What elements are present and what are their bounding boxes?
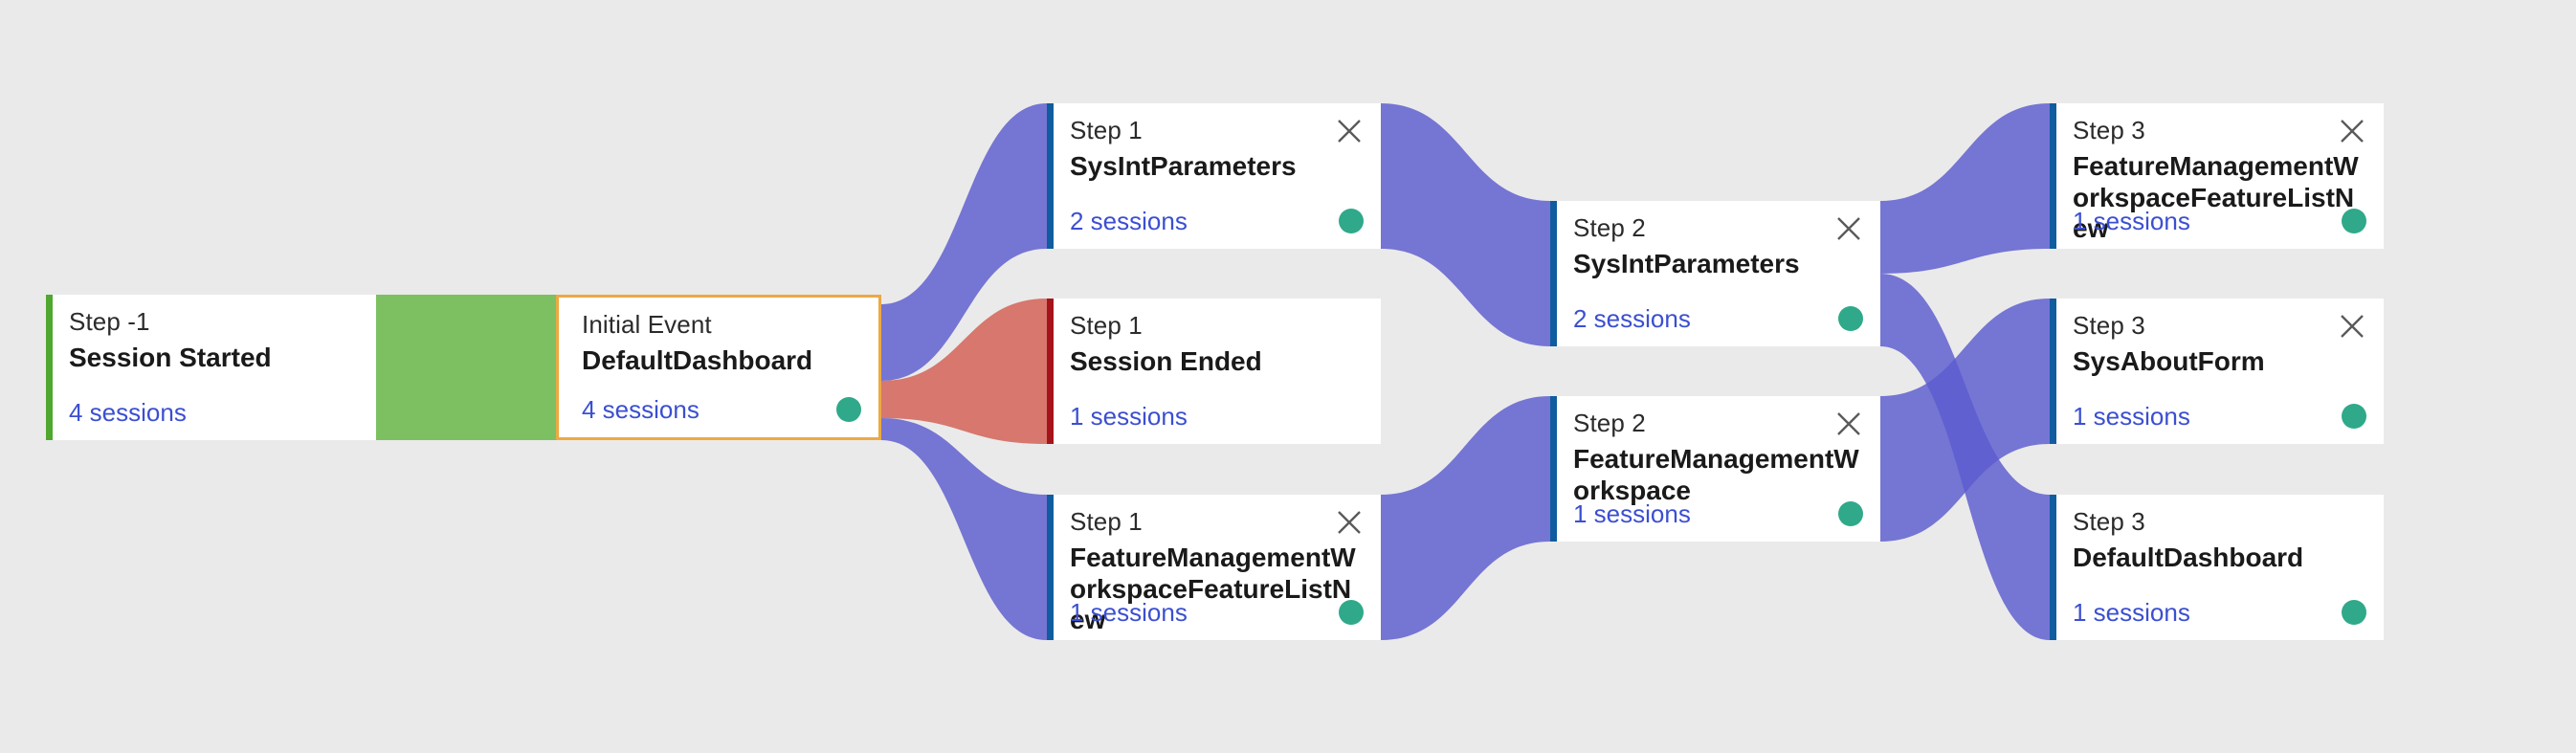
flow-node-session-started[interactable]: Step -1 Session Started 4 sessions	[46, 295, 376, 440]
node-step-label: Step 1	[1070, 116, 1143, 144]
node-accent-bar	[1550, 201, 1557, 346]
flow-node-step3-featuremanagementworkspacefeaturelistnew[interactable]: Step 3 FeatureManagementWorkspaceFeature…	[2050, 103, 2384, 249]
node-body: Step 3 DefaultDashboard	[2050, 495, 2384, 640]
flow-node-step1-session-ended[interactable]: Step 1 Session Ended 1 sessions	[1047, 299, 1381, 444]
node-accent-bar	[2050, 299, 2056, 444]
status-dot-icon	[836, 397, 861, 422]
node-accent-bar	[2050, 495, 2056, 640]
node-title: SysAboutForm	[2073, 346, 2265, 377]
close-icon[interactable]	[2336, 115, 2368, 147]
node-sessions-link[interactable]: 1 sessions	[1070, 598, 1188, 628]
status-dot-icon	[1339, 209, 1364, 233]
node-title: SysIntParameters	[1573, 249, 1800, 279]
node-title: Session Ended	[1070, 346, 1262, 377]
node-title: FeatureManagementWorkspaceFeatureListNew	[2073, 151, 2359, 244]
node-sessions-link[interactable]: 1 sessions	[2073, 402, 2190, 432]
node-accent-bar	[46, 295, 53, 440]
node-body: Step -1 Session Started	[46, 295, 376, 440]
flow-ribbon	[1880, 299, 2050, 542]
node-step-label: Step 3	[2073, 116, 2145, 144]
status-dot-icon	[2342, 600, 2366, 625]
node-step-label: Initial Event	[582, 310, 712, 339]
close-icon[interactable]	[1832, 212, 1865, 245]
node-step-label: Step 1	[1070, 311, 1143, 340]
node-step-label: Step 2	[1573, 213, 1646, 242]
flow-node-initial-event-defaultdashboard[interactable]: Initial Event DefaultDashboard 4 session…	[556, 295, 881, 440]
node-sessions-link[interactable]: 4 sessions	[582, 395, 700, 425]
node-title: FeatureManagementWorkspace	[1573, 444, 1859, 505]
node-title: DefaultDashboard	[2073, 543, 2304, 573]
status-dot-icon	[1838, 501, 1863, 526]
node-sessions-link[interactable]: 4 sessions	[69, 398, 187, 428]
flow-ribbon	[881, 103, 1047, 381]
flow-node-step1-featuremanagementworkspacefeaturelistnew[interactable]: Step 1 FeatureManagementWorkspaceFeature…	[1047, 495, 1381, 640]
status-dot-icon	[2342, 209, 2366, 233]
node-body: Step 2 FeatureManagementWorkspace	[1550, 396, 1880, 542]
node-step-label: Step -1	[69, 307, 150, 336]
status-dot-icon	[1838, 306, 1863, 331]
node-sessions-link[interactable]: 2 sessions	[1070, 207, 1188, 236]
flow-ribbon	[1381, 103, 1550, 346]
flow-ribbon	[1381, 396, 1550, 640]
node-step-label: Step 3	[2073, 507, 2145, 536]
close-icon[interactable]	[1333, 506, 1366, 539]
node-body: Step 1 SysIntParameters	[1047, 103, 1381, 249]
node-body: Step 2 SysIntParameters	[1550, 201, 1880, 346]
node-title: FeatureManagementWorkspaceFeatureListNew	[1070, 543, 1356, 635]
node-body: Step 1 Session Ended	[1047, 299, 1381, 444]
node-title: DefaultDashboard	[582, 345, 813, 376]
status-dot-icon	[2342, 404, 2366, 429]
node-accent-bar	[1047, 299, 1054, 444]
node-accent-bar	[1047, 495, 1054, 640]
node-sessions-link[interactable]: 1 sessions	[1573, 499, 1691, 529]
node-sessions-link[interactable]: 1 sessions	[2073, 598, 2190, 628]
flow-ribbon	[881, 418, 1047, 640]
flow-node-step2-sysintparameters[interactable]: Step 2 SysIntParameters 2 sessions	[1550, 201, 1880, 346]
node-step-label: Step 1	[1070, 507, 1143, 536]
node-body: Step 3 FeatureManagementWorkspaceFeature…	[2050, 103, 2384, 249]
node-body: Step 1 FeatureManagementWorkspaceFeature…	[1047, 495, 1381, 640]
node-body: Step 3 SysAboutForm	[2050, 299, 2384, 444]
close-icon[interactable]	[2336, 310, 2368, 343]
flow-ribbon	[1880, 103, 2050, 274]
flow-node-step1-sysintparameters[interactable]: Step 1 SysIntParameters 2 sessions	[1047, 103, 1381, 249]
node-sessions-link[interactable]: 1 sessions	[2073, 207, 2190, 236]
status-dot-icon	[1339, 600, 1364, 625]
close-icon[interactable]	[1333, 115, 1366, 147]
node-sessions-link[interactable]: 2 sessions	[1573, 304, 1691, 334]
node-sessions-link[interactable]: 1 sessions	[1070, 402, 1188, 432]
node-step-label: Step 2	[1573, 409, 1646, 437]
close-icon[interactable]	[1832, 408, 1865, 440]
flow-link-session-started-to-initial-event	[375, 295, 556, 440]
node-step-label: Step 3	[2073, 311, 2145, 340]
node-title: SysIntParameters	[1070, 151, 1297, 182]
node-body: Initial Event DefaultDashboard	[559, 298, 878, 437]
flow-node-step3-sysaboutform[interactable]: Step 3 SysAboutForm 1 sessions	[2050, 299, 2384, 444]
flow-ribbon	[881, 299, 1047, 444]
node-accent-bar	[1047, 103, 1054, 249]
flow-node-step3-defaultdashboard[interactable]: Step 3 DefaultDashboard 1 sessions	[2050, 495, 2384, 640]
node-title: Session Started	[69, 343, 272, 373]
node-accent-bar	[1550, 396, 1557, 542]
flow-node-step2-featuremanagementworkspace[interactable]: Step 2 FeatureManagementWorkspace 1 sess…	[1550, 396, 1880, 542]
node-accent-bar	[2050, 103, 2056, 249]
